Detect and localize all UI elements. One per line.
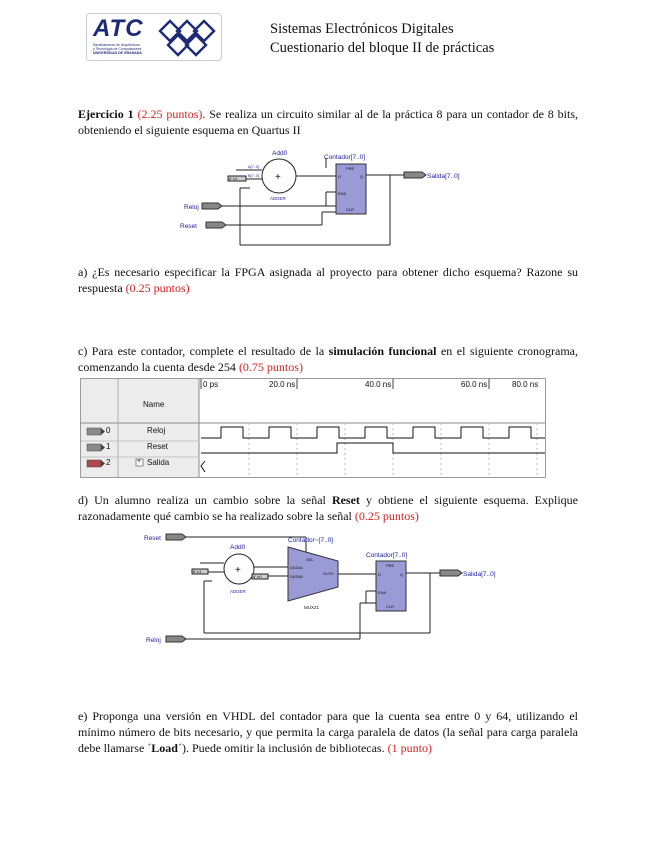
question-e-points: (1 punto) — [387, 741, 432, 755]
output-label: Salida[7..0] — [427, 173, 460, 180]
counter-ena: ENA — [338, 191, 347, 196]
question-d: d) Un alumno realiza un cambio sobre la … — [78, 492, 578, 524]
s2-mux-out: OUT0 — [323, 571, 334, 576]
counter-clr: CLR — [346, 207, 354, 212]
s2-counter-clr: CLR — [386, 604, 394, 609]
adder-inb: B[7..0] — [248, 174, 259, 178]
expand-box-icon[interactable] — [135, 458, 144, 467]
rst-label: Reset — [180, 223, 197, 230]
s2-counter-d: D — [378, 572, 381, 577]
question-e: e) Proponga una versión en VHDL del cont… — [78, 708, 578, 756]
counter-pre: PRE — [346, 166, 355, 171]
logo-text: ATC — [93, 15, 144, 42]
clk-label: Reloj — [184, 204, 199, 211]
s2-const-b: 8' h0 — [253, 574, 262, 579]
question-c-pre: c) Para este contador, complete el resul… — [78, 344, 329, 358]
s2-mux-sel: SEL — [306, 557, 314, 562]
counter-title: Contador[7..0] — [324, 154, 365, 161]
waveform-name-header: Name — [143, 400, 165, 409]
exercise-1-points: (2.25 puntos) — [137, 107, 203, 121]
s2-mux-datab: DATAB — [290, 574, 303, 579]
s2-counter-ena: ENA — [378, 590, 387, 595]
question-c-points: (0.75 puntos) — [238, 360, 303, 374]
signal-row-2-expand[interactable]: + — [137, 458, 142, 465]
signal-row-2-index: 2 — [106, 458, 111, 467]
signal-row-0-name[interactable]: Reloj — [147, 426, 166, 435]
s2-adder-name: ADDER — [230, 589, 247, 594]
waveform-editor[interactable]: Name 0 ps 20.0 ns 40.0 ns 60.0 ns 80.0 n… — [80, 378, 546, 478]
question-d-post: y obtiene el siguiente esquema. Explique… — [78, 493, 578, 523]
logo-subtext-3: UNIVERSIDAD DE GRANADA — [93, 51, 142, 55]
counter-d: D — [338, 174, 341, 179]
s2-counter-title: Contador[7..0] — [366, 552, 407, 559]
time-4: 80.0 ns — [512, 380, 539, 389]
s2-counter-q: Q — [400, 572, 403, 577]
signal-row-2-name[interactable]: Salida — [147, 458, 170, 467]
signal-row-1-index: 1 — [106, 442, 111, 451]
s2-clk-label: Reloj — [146, 637, 161, 644]
s2-mux-title: Contador~[7..0] — [288, 537, 333, 544]
adder-title: Add0 — [272, 150, 288, 157]
time-1: 20.0 ns — [269, 380, 296, 389]
schematic-1: Add0 + ADDER 8' h1 A[7..0] B[7..0] Conta… — [180, 150, 460, 246]
const-input: 8' h1 — [229, 176, 238, 181]
header-line-2: Cuestionario del bloque II de prácticas — [270, 40, 495, 56]
s2-mux-name: MUX21 — [304, 605, 320, 610]
s2-output-label: Salida[7..0] — [463, 571, 496, 578]
adder-plus: + — [275, 172, 281, 183]
question-d-bold: Reset — [331, 493, 360, 507]
s2-rst-label: Reset — [144, 535, 161, 542]
exercise-1-text: . Se realiza un circuito similar al de l… — [78, 107, 579, 137]
question-a-points: (0.25 puntos) — [125, 281, 190, 295]
s2-adder-plus: + — [235, 565, 241, 576]
time-0: 0 ps — [203, 380, 219, 389]
question-d-points: (0.25 puntos) — [354, 509, 419, 523]
signal-row-0-index: 0 — [106, 426, 111, 435]
question-d-pre: d) Un alumno realiza un cambio sobre la … — [78, 493, 332, 507]
question-c-bold: simulación funcional — [328, 344, 437, 358]
s2-mux-dataa: DATAA — [290, 565, 303, 570]
question-e-post: ´). Puede omitir la inclusión de bibliot… — [177, 741, 388, 755]
time-3: 60.0 ns — [461, 380, 488, 389]
question-c-post: en el siguiente cronograma, comenzando l… — [78, 344, 578, 374]
question-e-bold: Load — [151, 741, 178, 755]
question-a-text: a) ¿Es necesario especificar la FPGA asi… — [78, 265, 578, 295]
pin-icon-1 — [86, 443, 105, 452]
pin-icon-0 — [86, 427, 105, 436]
signal-row-1-name[interactable]: Reset — [147, 442, 168, 451]
question-c: c) Para este contador, complete el resul… — [78, 343, 578, 375]
schematic-2: Reset Add0 + ADDER 8' h1 8' h0 Contador~… — [144, 533, 496, 644]
adder-name: ADDER — [270, 196, 287, 201]
exercise-1-statement: Ejercicio 1 (2.25 puntos). Se realiza un… — [78, 106, 578, 138]
question-a: a) ¿Es necesario especificar la FPGA asi… — [78, 264, 578, 296]
question-e-pre: e) Proponga una versión en VHDL del cont… — [78, 709, 578, 755]
adder-ina: A[7..0] — [248, 165, 259, 169]
counter-q: Q — [360, 174, 363, 179]
s2-adder-title: Add0 — [230, 544, 246, 551]
logo-subtext-1: Departamento de Arquitectura — [93, 43, 140, 47]
atc-logo: ATC Departamento de Arquitectura y Tecno… — [86, 13, 222, 61]
s2-const-in: 8' h1 — [193, 569, 202, 574]
header-line-1: Sistemas Electrónicos Digitales — [270, 21, 454, 37]
logo-emblem-icon — [158, 19, 216, 57]
logo-subtext-2: y Tecnología de Computadores — [93, 47, 142, 51]
pin-icon-2 — [86, 459, 105, 468]
exercise-1-title: Ejercicio 1 — [78, 107, 134, 121]
time-2: 40.0 ns — [365, 380, 392, 389]
s2-counter-pre: PRE — [386, 563, 395, 568]
